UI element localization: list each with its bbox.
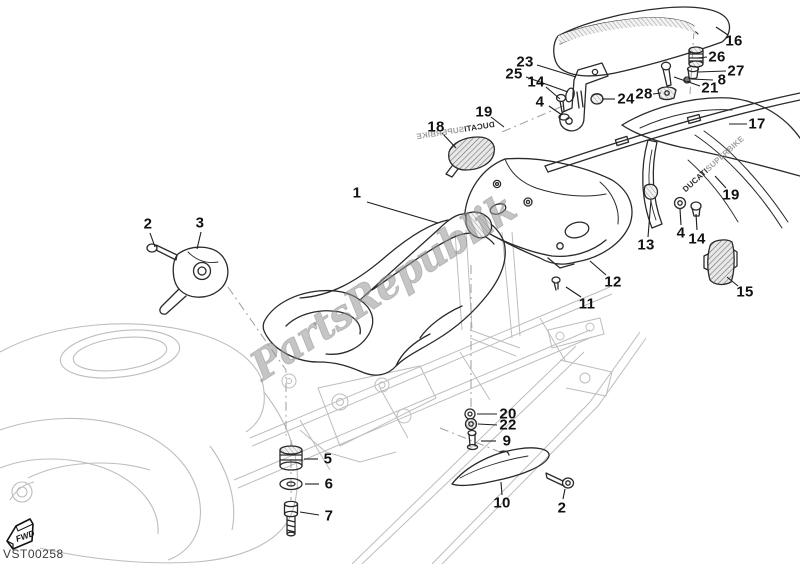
callout-leader-12 — [589, 260, 607, 276]
callout-leader-4 — [548, 105, 563, 116]
callout-label-18: 18 — [427, 118, 445, 136]
part-screw-9 — [466, 429, 479, 451]
callout-leader-21 — [673, 76, 701, 87]
callout-leader-19 — [714, 175, 727, 189]
callout-leader-11 — [565, 286, 582, 298]
part-washer-4-top — [558, 113, 570, 121]
callout-leader-27 — [697, 70, 727, 73]
part-mesh-grille-15 — [703, 239, 738, 286]
part-damper-26 — [688, 46, 704, 68]
callout-leader-16 — [715, 26, 729, 36]
part-tail-side-panel — [544, 92, 800, 229]
callout-leader-15 — [726, 276, 739, 287]
part-washer-20 — [464, 408, 476, 420]
part-bolt-2-bottom — [545, 472, 575, 489]
callout-leader-14 — [695, 213, 698, 231]
callout-leader-8 — [690, 78, 714, 81]
callout-leader-2 — [149, 232, 156, 248]
part-grommet-24 — [590, 93, 604, 105]
part-pillion-seat — [553, 6, 731, 77]
part-tail-cowl — [464, 157, 633, 269]
part-clamp-28 — [657, 86, 677, 101]
callout-label-12: 12 — [604, 273, 622, 291]
callout-label-22: 22 — [499, 416, 517, 434]
callout-label-13: 13 — [637, 236, 655, 254]
callout-label-17: 17 — [748, 115, 766, 133]
callout-label-19: 19 — [722, 186, 740, 204]
callout-leader-18 — [441, 132, 457, 149]
callout-label-9: 9 — [502, 432, 512, 450]
part-mount-5 — [279, 445, 303, 471]
callout-label-4: 4 — [676, 224, 686, 242]
callout-leader-23 — [536, 64, 577, 78]
callout-leader-13 — [647, 199, 652, 238]
part-screw-7 — [283, 500, 299, 537]
callout-label-27: 27 — [727, 62, 745, 80]
callout-label-15: 15 — [736, 283, 754, 301]
centerline-lock — [227, 286, 287, 440]
callout-leader-2 — [562, 488, 566, 500]
part-washer-4-right — [673, 196, 687, 210]
callout-label-3: 3 — [195, 214, 205, 232]
part-screw-11 — [551, 276, 561, 291]
callout-label-5: 5 — [323, 450, 333, 468]
callout-leader-10 — [500, 481, 503, 496]
part-washer-6 — [279, 477, 303, 491]
callout-label-19: 19 — [475, 103, 493, 121]
callout-label-11: 11 — [578, 295, 596, 313]
callout-label-1: 1 — [352, 184, 362, 202]
callout-leader-7 — [299, 511, 320, 516]
callout-label-10: 10 — [493, 494, 511, 512]
callout-leader-26 — [697, 56, 708, 59]
part-mesh-grille-18 — [445, 136, 496, 178]
callout-label-7: 7 — [324, 507, 334, 525]
part-seat-lock — [159, 246, 229, 315]
callout-leader-1 — [366, 201, 439, 224]
part-left-strip-panel — [642, 139, 663, 229]
part-pad-25 — [565, 87, 575, 103]
diagram-code: VST00258 — [3, 547, 64, 561]
fwd-direction-badge: FWD — [6, 518, 36, 550]
callout-label-6: 6 — [324, 475, 334, 493]
fuel-tank-outline — [0, 323, 299, 564]
callout-leader-19 — [490, 116, 505, 128]
callout-label-20: 20 — [499, 405, 517, 423]
callout-leader-lines — [149, 26, 747, 516]
part-screw-21 — [660, 61, 672, 87]
callout-label-14: 14 — [688, 230, 706, 248]
callout-label-26: 26 — [708, 48, 726, 66]
part-bolt-2-left — [146, 243, 178, 261]
callout-label-2: 2 — [143, 215, 153, 233]
part-washer-22 — [464, 417, 478, 431]
subframe-outline — [233, 229, 647, 564]
callout-label-16: 16 — [725, 32, 743, 50]
centerline-screw14 — [501, 105, 564, 133]
callout-label-4: 4 — [535, 93, 545, 111]
callout-leader-28 — [652, 92, 662, 95]
part-rider-seat — [262, 213, 506, 376]
callout-label-25: 25 — [505, 65, 523, 83]
part-bolt-14-right — [690, 201, 702, 217]
callout-label-23: 23 — [516, 53, 534, 71]
callout-label-14: 14 — [527, 73, 545, 91]
part-lower-side-panel — [451, 447, 550, 487]
callout-leader-14 — [545, 86, 561, 100]
callout-label-24: 24 — [617, 90, 635, 108]
callout-label-8: 8 — [717, 71, 727, 89]
callout-leader-4 — [679, 208, 682, 226]
callout-label-28: 28 — [635, 85, 653, 103]
callout-leader-3 — [196, 231, 202, 250]
callout-leader-25 — [525, 76, 569, 93]
callout-label-2: 2 — [557, 499, 567, 517]
part-bushing-27 — [686, 65, 700, 80]
callout-label-21: 21 — [701, 79, 719, 97]
callout-leader-22 — [477, 423, 498, 426]
part-screw-14-top — [555, 93, 567, 113]
